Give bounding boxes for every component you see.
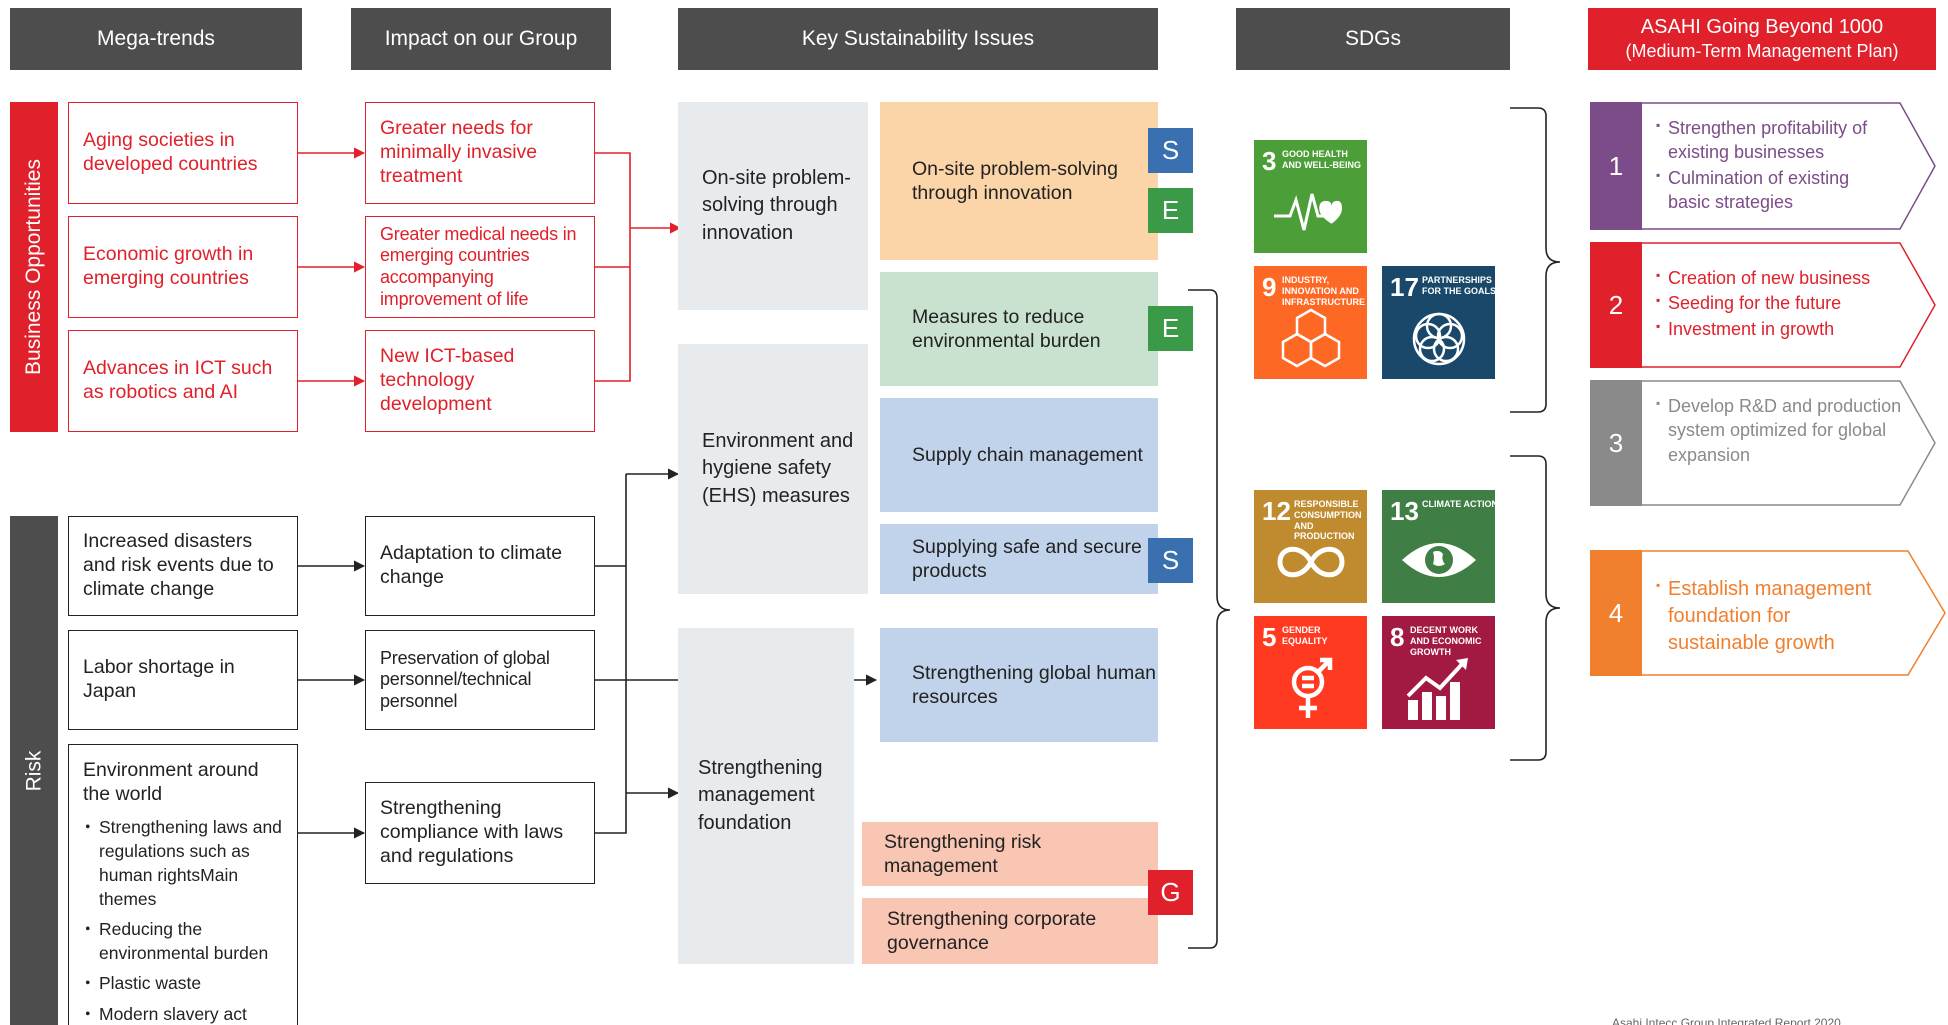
side-label-risk: Risk (10, 516, 58, 1025)
theme-ehs-measures: Environment and hygiene safety (EHS) mea… (678, 344, 868, 594)
trend-disasters: Increased disasters and risk events due … (68, 516, 298, 616)
issue-onsite-innovation: On-site problem-solving through innovati… (880, 102, 1158, 260)
sdg-8-tile: 8 DECENT WORK AND ECONOMIC GROWTH (1382, 616, 1495, 729)
cubes-icon (1281, 308, 1341, 368)
trend-environment-world: Environment around the world Strengtheni… (68, 744, 298, 1025)
risk-label-text: Risk (22, 750, 45, 791)
trend-labor-shortage: Labor shortage in Japan (68, 630, 298, 730)
plan-list-item: Develop R&D and production system optimi… (1656, 394, 1906, 467)
sdg-9-tile: 9 INDUSTRY, INNOVATION AND INFRASTRUCTUR… (1254, 266, 1367, 379)
environment-item: Modern slavery act (79, 1002, 283, 1025)
sdg-number: 5 (1262, 622, 1277, 652)
trend-aging-societies: Aging societies in developed countries (68, 102, 298, 204)
plan-number: 1 (1590, 102, 1642, 230)
impact-global-personnel: Preservation of global personnel/technic… (365, 630, 595, 730)
header-issues: Key Sustainability Issues (678, 8, 1158, 70)
sdg-number: 3 (1262, 146, 1277, 176)
environment-item: Plastic waste (79, 971, 283, 995)
environment-item: Strengthening laws and regulations such … (79, 815, 283, 912)
sdg-label: RESPONSIBLE CONSUMPTION AND PRODUCTION (1294, 499, 1362, 542)
impact-medical-needs: Greater medical needs in emerging countr… (365, 216, 595, 318)
sdg-number: 8 (1390, 622, 1405, 652)
plan-list-item: Strengthen profitability of existing bus… (1656, 116, 1886, 165)
sdg-number: 17 (1390, 272, 1419, 302)
sdg-17-tile: 17 PARTNERSHIPS FOR THE GOALS (1382, 266, 1496, 379)
sdg-label: INDUSTRY, INNOVATION AND INFRASTRUCTURE (1282, 275, 1365, 307)
issue-environmental-burden: Measures to reduce environmental burden (880, 272, 1158, 386)
plan-item-4: 4 Establish management foundation for su… (1590, 550, 1946, 676)
issue-risk-management: Strengthening risk management (862, 822, 1158, 886)
sdg-13-tile: 13 CLIMATE ACTION (1382, 490, 1498, 603)
gender-icon (1291, 657, 1333, 718)
theme-onsite-innovation: On-site problem-solving through innovati… (678, 102, 868, 310)
eye-globe-icon (1402, 543, 1476, 577)
sdg-number: 9 (1262, 272, 1277, 302)
plan-list-item: Creation of new business (1656, 266, 1870, 290)
sdg-label: CLIMATE ACTION (1422, 499, 1498, 509)
plan-item-2: 2 Creation of new business Seeding for t… (1590, 242, 1936, 368)
plan-subtitle: (Medium-Term Management Plan) (1625, 41, 1899, 62)
issue-supply-chain: Supply chain management (880, 398, 1158, 512)
plan-list: Strengthen profitability of existing bus… (1656, 116, 1886, 215)
plan-list-item: Culmination of existing basic strategies (1656, 166, 1886, 215)
plan-list: Creation of new business Seeding for the… (1656, 266, 1870, 342)
plan-item-1: 1 Strengthen profitability of existing b… (1590, 102, 1936, 230)
impact-minimally-invasive: Greater needs for minimally invasive tre… (365, 102, 595, 204)
social-tag: S (1148, 538, 1193, 583)
plan-number: 3 (1590, 380, 1642, 506)
plan-number: 4 (1590, 550, 1642, 676)
infinity-icon (1277, 546, 1345, 578)
sdg-label: GOOD HEALTH AND WELL-BEING (1282, 149, 1361, 170)
growth-chart-icon (1406, 658, 1468, 720)
impact-climate-adaptation: Adaptation to climate change (365, 516, 595, 616)
sdg-5-tile: 5 GENDER EQUALITY (1254, 616, 1367, 729)
trend-ict-advances: Advances in ICT such as robotics and AI (68, 330, 298, 432)
environment-title: Environment around the world (83, 759, 259, 805)
header-mega-trends: Mega-trends (10, 8, 302, 70)
environment-item: Reducing the environmental burden (79, 917, 283, 965)
flower-rings-icon (1412, 312, 1466, 366)
header-impact: Impact on our Group (351, 8, 611, 70)
heartbeat-icon (1274, 193, 1342, 231)
plan-title: ASAHI Going Beyond 1000 (1640, 16, 1884, 39)
sdg-3-tile: 3 GOOD HEALTH AND WELL-BEING (1254, 140, 1367, 253)
plan-item-3: 3 Develop R&D and production system opti… (1590, 380, 1936, 506)
trend-emerging-growth: Economic growth in emerging countries (68, 216, 298, 318)
environment-tag: E (1148, 188, 1193, 233)
header-sdgs: SDGs (1236, 8, 1510, 70)
footer-caption: Asahi Intecc Group Integrated Report 202… (1612, 1016, 1841, 1025)
sdg-label: PARTNERSHIPS FOR THE GOALS (1422, 275, 1496, 296)
issue-safe-products: Supplying safe and secure products (880, 524, 1158, 594)
sdg-12-tile: 12 RESPONSIBLE CONSUMPTION AND PRODUCTIO… (1254, 490, 1367, 603)
plan-list: Develop R&D and production system optimi… (1656, 394, 1906, 468)
governance-tag: G (1148, 870, 1193, 915)
plan-list-item: Investment in growth (1656, 317, 1870, 341)
sdg-label: DECENT WORK AND ECONOMIC GROWTH (1410, 625, 1482, 657)
sdg-number: 12 (1262, 496, 1291, 526)
plan-list-item: Seeding for the future (1656, 291, 1870, 315)
plan-list: Establish management foundation for sust… (1656, 576, 1896, 658)
environment-list: Strengthening laws and regulations such … (79, 815, 283, 1025)
sdg-number: 13 (1390, 496, 1419, 526)
environment-tag: E (1148, 306, 1193, 351)
social-tag: S (1148, 128, 1193, 173)
issue-corporate-governance: Strengthening corporate governance (862, 898, 1158, 964)
header-plan: ASAHI Going Beyond 1000 (Medium-Term Man… (1588, 8, 1936, 70)
issue-global-hr: Strengthening global human resources (880, 628, 1158, 742)
opportunities-label-text: Business Opportunities (22, 159, 46, 375)
plan-number: 2 (1590, 242, 1642, 368)
theme-management-foundation: Strengthening management foundation (678, 628, 854, 964)
impact-ict-technology: New ICT-based technology development (365, 330, 595, 432)
plan-list-item: Establish management foundation for sust… (1656, 576, 1896, 657)
side-label-opportunities: Business Opportunities (10, 102, 58, 432)
impact-compliance: Strengthening compliance with laws and r… (365, 782, 595, 884)
sdg-label: GENDER EQUALITY (1282, 625, 1328, 646)
